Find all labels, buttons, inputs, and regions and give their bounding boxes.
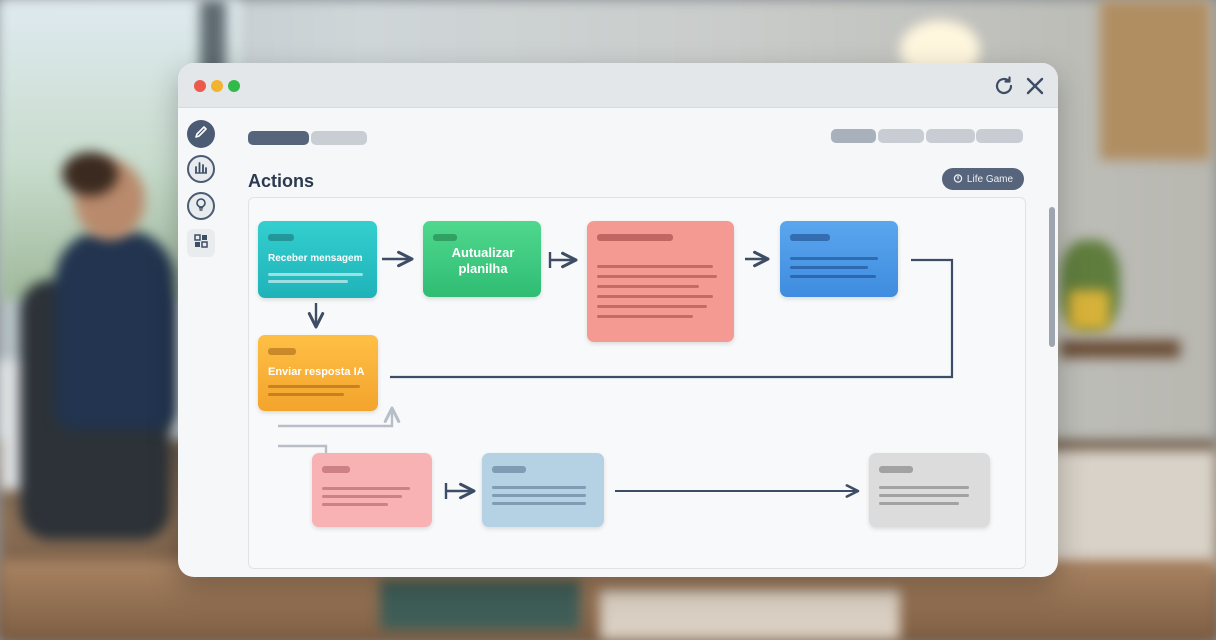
tab-placeholder[interactable] [311, 131, 367, 145]
node-line-placeholder [879, 494, 969, 497]
node-line-placeholder [597, 305, 707, 308]
timer-icon [953, 173, 963, 186]
toolbar-placeholder[interactable] [926, 129, 975, 143]
node-line-placeholder [790, 257, 878, 260]
node-line-placeholder [790, 275, 876, 278]
flow-node-process[interactable] [587, 221, 734, 342]
sidebar-item-modules[interactable] [187, 229, 215, 257]
node-header-placeholder [322, 466, 350, 473]
flow-node-step-a[interactable] [312, 453, 432, 527]
background-person-hair [62, 152, 118, 196]
node-line-placeholder [492, 486, 586, 489]
background-plant-pot [1068, 290, 1110, 330]
node-header-placeholder [433, 234, 457, 241]
toolbar-placeholder[interactable] [878, 129, 924, 143]
refresh-icon[interactable] [992, 74, 1016, 98]
node-header-placeholder [597, 234, 673, 241]
node-label: Receber mensagem [268, 253, 363, 264]
window-maximize-dot[interactable] [228, 80, 240, 92]
node-line-placeholder [268, 385, 360, 388]
flow-node-step-b[interactable] [482, 453, 604, 527]
toolbar-placeholder[interactable] [831, 129, 876, 143]
background-person [55, 230, 175, 430]
node-header-placeholder [268, 234, 294, 241]
sidebar-item-analytics[interactable] [187, 155, 215, 183]
tab-active-placeholder[interactable] [248, 131, 309, 145]
sidebar-item-ideas[interactable] [187, 192, 215, 220]
pen-icon [193, 124, 209, 145]
flow-node-end[interactable] [869, 453, 990, 527]
node-label: Autualizar planilha [451, 245, 515, 276]
node-line-placeholder [492, 494, 586, 497]
close-icon[interactable] [1023, 74, 1047, 98]
node-header-placeholder [268, 348, 296, 355]
window-minimize-dot[interactable] [211, 80, 223, 92]
page-title: Actions [248, 171, 315, 191]
node-label: Enviar resposta IA [268, 366, 365, 378]
background-papers [1040, 450, 1216, 570]
lightbulb-icon [193, 196, 209, 217]
node-line-placeholder [322, 503, 388, 506]
node-header-placeholder [879, 466, 913, 473]
flow-node-update-sheet[interactable]: Autualizar planilha [423, 221, 541, 297]
flow-node-send-ai-reply[interactable]: Enviar resposta IA [258, 335, 378, 411]
live-game-label: Life Game [966, 173, 1014, 185]
node-line-placeholder [268, 273, 363, 276]
node-line-placeholder [492, 502, 586, 505]
chart-icon [193, 159, 209, 180]
titlebar [178, 63, 1058, 108]
node-line-placeholder [597, 285, 699, 288]
live-game-button[interactable]: Life Game [942, 168, 1024, 190]
background-notebook [600, 590, 900, 640]
node-line-placeholder [790, 266, 868, 269]
node-header-placeholder [790, 234, 830, 241]
node-line-placeholder [268, 280, 348, 283]
background-shelf [1060, 340, 1180, 358]
node-line-placeholder [879, 486, 969, 489]
node-line-placeholder [597, 295, 713, 298]
node-line-placeholder [597, 265, 713, 268]
grid-icon [193, 233, 209, 254]
flow-node-receive-message[interactable]: Receber mensagem [258, 221, 377, 298]
node-line-placeholder [597, 315, 693, 318]
node-line-placeholder [597, 275, 717, 278]
vertical-scrollbar[interactable] [1049, 207, 1055, 347]
node-header-placeholder [492, 466, 526, 473]
toolbar-placeholder[interactable] [976, 129, 1023, 143]
node-line-placeholder [322, 495, 402, 498]
node-line-placeholder [879, 502, 959, 505]
flow-node-store[interactable] [780, 221, 898, 297]
node-line-placeholder [268, 393, 344, 396]
sidebar-item-edit[interactable] [187, 120, 215, 148]
background-book [380, 580, 580, 630]
background-corkboard [1100, 0, 1210, 160]
window-close-dot[interactable] [194, 80, 206, 92]
node-line-placeholder [322, 487, 410, 490]
app-window: Actions Life Game [178, 63, 1058, 577]
